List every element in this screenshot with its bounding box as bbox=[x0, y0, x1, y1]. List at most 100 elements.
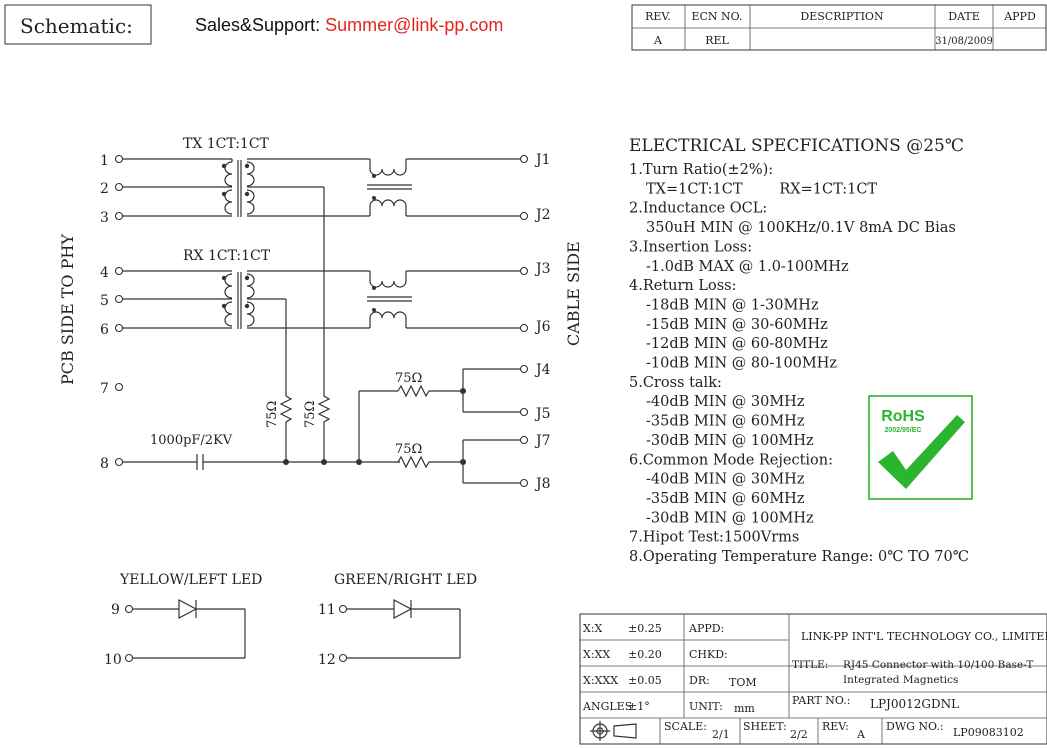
scale-value: 2/1 bbox=[712, 728, 730, 741]
spec-line: 7.Hipot Test:1500Vrms bbox=[629, 530, 799, 546]
pin-j3-label: J3 bbox=[534, 261, 551, 277]
resistor-r4 bbox=[397, 455, 466, 469]
pin-j2-label: J2 bbox=[534, 207, 551, 223]
date-header: DATE bbox=[948, 10, 980, 23]
schematic-label-box bbox=[4, 4, 152, 45]
pin-2 bbox=[114, 182, 124, 192]
pin-9 bbox=[124, 604, 134, 614]
pin-j5 bbox=[519, 407, 529, 417]
spec-line: -10dB MIN @ 80-100MHz bbox=[646, 356, 837, 372]
pin-j5-label: J5 bbox=[534, 406, 551, 422]
sales-email: Summer@link-pp.com bbox=[325, 15, 503, 35]
checkmark-icon bbox=[878, 415, 965, 489]
pin-9-label: 9 bbox=[111, 602, 120, 618]
cable-side-label: CABLE SIDE bbox=[564, 241, 583, 346]
yellow-led-diode-icon bbox=[178, 599, 198, 619]
pin-j2 bbox=[519, 211, 529, 221]
pin-3 bbox=[114, 211, 124, 221]
spec-line: -40dB MIN @ 30MHz bbox=[646, 394, 805, 410]
revision-table: REV. ECN NO. DESCRIPTION DATE APPD A REL… bbox=[631, 4, 1047, 51]
pin-4 bbox=[114, 266, 124, 276]
pin-j6 bbox=[519, 323, 529, 333]
appd-label: APPD: bbox=[688, 622, 724, 635]
pin-11-label: 11 bbox=[318, 602, 336, 618]
pin-7 bbox=[114, 382, 124, 392]
pin-10-label: 10 bbox=[104, 652, 122, 668]
tol-val-4: ±1° bbox=[628, 700, 650, 713]
pin-1 bbox=[114, 154, 124, 164]
spec-line: -40dB MIN @ 30MHz bbox=[646, 472, 805, 488]
company-name: LINK-PP INT'L TECHNOLOGY CO., LIMITED bbox=[801, 630, 1047, 643]
dr-value: TOM bbox=[729, 676, 757, 689]
pin-j7-label: J7 bbox=[534, 433, 551, 449]
date-value: 31/08/2009 bbox=[935, 36, 993, 47]
pin-12-label: 12 bbox=[318, 652, 336, 668]
pcb-side-label: PCB SIDE TO PHY bbox=[58, 234, 77, 385]
pin-7-label: 7 bbox=[100, 381, 109, 397]
transformer-schematic: TX 1CT:1CT RX 1CT:1CT PCB SIDE TO PHY CA… bbox=[58, 136, 583, 492]
pin-j1 bbox=[519, 154, 529, 164]
tol-key-3: X:XXX bbox=[583, 674, 618, 687]
spec-line: -35dB MIN @ 60MHz bbox=[646, 491, 805, 507]
tol-val-2: ±0.20 bbox=[628, 648, 662, 661]
title-label: TITLE: bbox=[792, 659, 828, 671]
pin-1-label: 1 bbox=[100, 153, 109, 169]
rev-header: REV. bbox=[645, 10, 671, 23]
spec-line: 8.Operating Temperature Range: 0℃ TO 70℃ bbox=[629, 549, 969, 565]
sales-prefix: Sales&Support: bbox=[195, 15, 325, 35]
spec-line: 350uH MIN @ 100KHz/0.1V 8mA DC Bias bbox=[646, 220, 956, 236]
resistor-r1-label: 75Ω bbox=[265, 401, 280, 428]
pin-j8-label: J8 bbox=[534, 476, 551, 492]
resistor-r1 bbox=[279, 390, 293, 462]
resistor-r2 bbox=[317, 390, 331, 462]
resistor-r3-label: 75Ω bbox=[395, 371, 422, 386]
projection-symbol-icon bbox=[590, 721, 637, 741]
spec-line: -12dB MIN @ 60-80MHz bbox=[646, 336, 828, 352]
title-block: X:X ±0.25 X:XX ±0.20 X:XXX ±0.05 ANGLES … bbox=[579, 613, 1047, 745]
pin-5-label: 5 bbox=[100, 293, 109, 309]
rev-block-value: A bbox=[856, 728, 866, 741]
rohs-label: RoHS bbox=[881, 408, 925, 425]
spec-line: 3.Insertion Loss: bbox=[629, 239, 752, 255]
rohs-badge: RoHS 2002/95/EC bbox=[868, 395, 973, 500]
rx-label: RX 1CT:1CT bbox=[183, 248, 271, 264]
scale-label: SCALE: bbox=[664, 720, 707, 733]
tol-val-3: ±0.05 bbox=[628, 674, 662, 687]
rohs-directive: 2002/95/EC bbox=[885, 427, 922, 434]
resistor-r4-label: 75Ω bbox=[395, 442, 422, 457]
tol-key-1: X:X bbox=[583, 622, 603, 635]
pin-6-label: 6 bbox=[100, 322, 109, 338]
spec-line: -30dB MIN @ 100MHz bbox=[646, 433, 814, 449]
rev-value: A bbox=[653, 34, 663, 47]
spec-line: 5.Cross talk: bbox=[629, 375, 722, 391]
spec-line: 6.Common Mode Rejection: bbox=[629, 452, 833, 468]
pin-j4 bbox=[519, 364, 529, 374]
sales-support: Sales&Support: Summer@link-pp.com bbox=[195, 15, 503, 35]
spec-line: 2.Inductance OCL: bbox=[629, 201, 767, 217]
part-value: LPJ0012GDNL bbox=[870, 697, 959, 711]
header: Schematic: Sales&Support: Summer@link-pp… bbox=[4, 4, 1047, 51]
spec-line: -30dB MIN @ 100MHz bbox=[646, 510, 814, 526]
description-header: DESCRIPTION bbox=[800, 10, 884, 23]
pin-j8 bbox=[519, 478, 529, 488]
green-led-label: GREEN/RIGHT LED bbox=[334, 572, 477, 588]
rohs-frame bbox=[868, 395, 973, 500]
dr-label: DR: bbox=[689, 674, 710, 687]
capacitor-label: 1000pF/2KV bbox=[150, 433, 233, 448]
pin-3-label: 3 bbox=[100, 210, 109, 226]
dwg-label: DWG NO.: bbox=[886, 720, 944, 733]
spec-lines: 1.Turn Ratio(±2%):TX=1CT:1CT RX=1CT:1CT2… bbox=[629, 162, 969, 565]
chkd-label: CHKD: bbox=[689, 648, 728, 661]
sheet-label: SHEET: bbox=[743, 720, 787, 733]
pin-8-label: 8 bbox=[100, 456, 109, 472]
spec-line: 1.Turn Ratio(±2%): bbox=[629, 162, 773, 178]
title-line-1: RJ45 Connector with 10/100 Base-T bbox=[843, 659, 1033, 671]
pin-2-label: 2 bbox=[100, 181, 109, 197]
spec-line: 4.Return Loss: bbox=[629, 278, 737, 294]
led-section: YELLOW/LEFT LED GREEN/RIGHT LED 9 10 11 … bbox=[104, 572, 477, 668]
schematic-label: Schematic: bbox=[20, 14, 133, 38]
appd-header: APPD bbox=[1003, 10, 1036, 23]
resistor-r2-label: 75Ω bbox=[303, 401, 318, 428]
pin-8 bbox=[114, 457, 124, 467]
